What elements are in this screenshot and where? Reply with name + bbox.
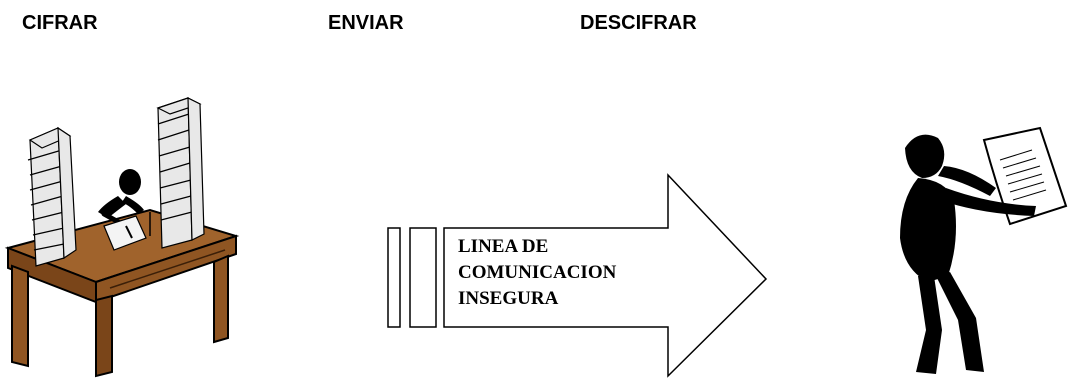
receiver-person-icon	[900, 126, 1068, 374]
channel-bars	[387, 227, 437, 328]
channel-arrow-icon	[443, 173, 768, 378]
channel-label-line2: COMUNICACION	[458, 262, 617, 283]
channel-label: LINEA DE COMUNICACION INSEGURA	[458, 234, 616, 312]
label-encrypt: CIFRAR	[22, 12, 98, 34]
channel-label-line1: LINEA DE	[458, 236, 549, 257]
label-decrypt: DESCIFRAR	[580, 12, 697, 34]
sender-desk-icon	[4, 97, 240, 378]
channel-label-line3: INSEGURA	[458, 288, 559, 309]
label-send: ENVIAR	[328, 12, 404, 34]
